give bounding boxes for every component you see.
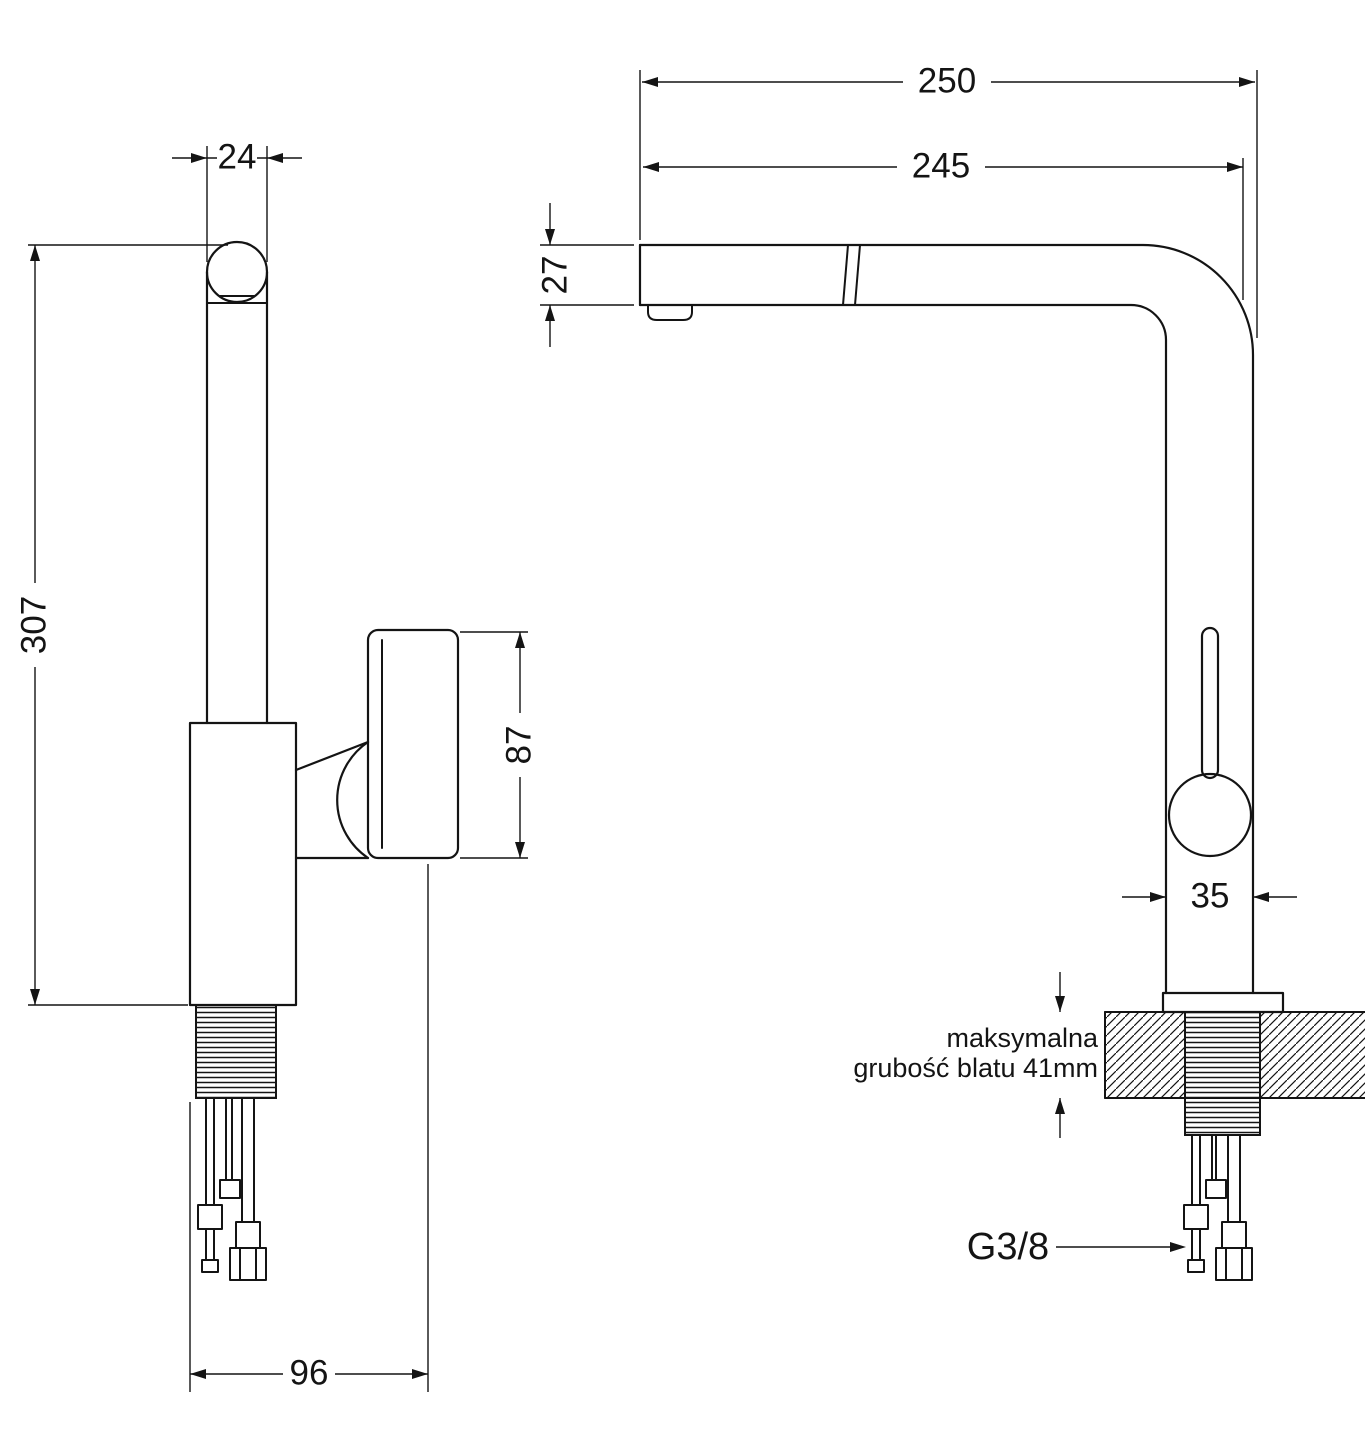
front-view	[638, 243, 1365, 1281]
dim-label-245: 245	[912, 146, 970, 185]
handle-lever-side	[366, 628, 460, 860]
dim-label-307: 307	[14, 596, 53, 654]
spout-outer-contour	[638, 243, 1255, 995]
dim-total-reach: 250	[639, 61, 1258, 338]
dim-spout-column-width: 24	[172, 137, 302, 262]
threaded-shank-front	[1184, 1011, 1261, 1136]
dim-countertop-thickness: maksymalna grubość blatu 41mm	[853, 972, 1099, 1138]
dim-body-width: 35	[1122, 876, 1297, 915]
spout-inner-contour	[638, 303, 1168, 995]
thread-size-label: G3/8	[967, 1226, 1049, 1268]
spout-head-side	[205, 240, 269, 304]
threaded-shank-side	[195, 1004, 277, 1099]
dim-label-24: 24	[218, 137, 257, 176]
base-flange	[1161, 991, 1285, 1014]
joint-ball-arc	[336, 740, 370, 860]
dim-label-250: 250	[918, 61, 976, 100]
dim-spout-reach: 245	[643, 146, 1244, 300]
dim-spout-head-height: 27	[535, 203, 634, 347]
side-view	[188, 240, 460, 1281]
countertop-note-line1: maksymalna	[946, 1023, 1099, 1053]
countertop-note-line2: grubość blatu 41mm	[853, 1053, 1098, 1083]
dim-label-87: 87	[499, 726, 538, 765]
mounting-hardware-front	[1183, 1134, 1253, 1281]
pullout-joint-line-1	[842, 244, 849, 306]
dim-handle-height: 87	[460, 631, 538, 859]
dim-label-27: 27	[535, 256, 574, 295]
joint-top-edge	[294, 740, 370, 772]
pullout-joint-line-2	[854, 244, 861, 306]
handle-lever-front	[1200, 626, 1220, 780]
dim-base-depth: 96	[189, 864, 429, 1392]
countertop-section	[1104, 1011, 1365, 1099]
faucet-body-side	[188, 721, 298, 1007]
thread-callout: G3/8	[967, 1226, 1186, 1268]
handle-pivot	[1167, 772, 1253, 858]
aerator	[647, 304, 693, 321]
dim-label-35: 35	[1191, 876, 1230, 915]
dim-label-96: 96	[290, 1353, 329, 1392]
mounting-hardware-side	[197, 1097, 267, 1281]
dim-total-height: 307	[14, 244, 228, 1006]
